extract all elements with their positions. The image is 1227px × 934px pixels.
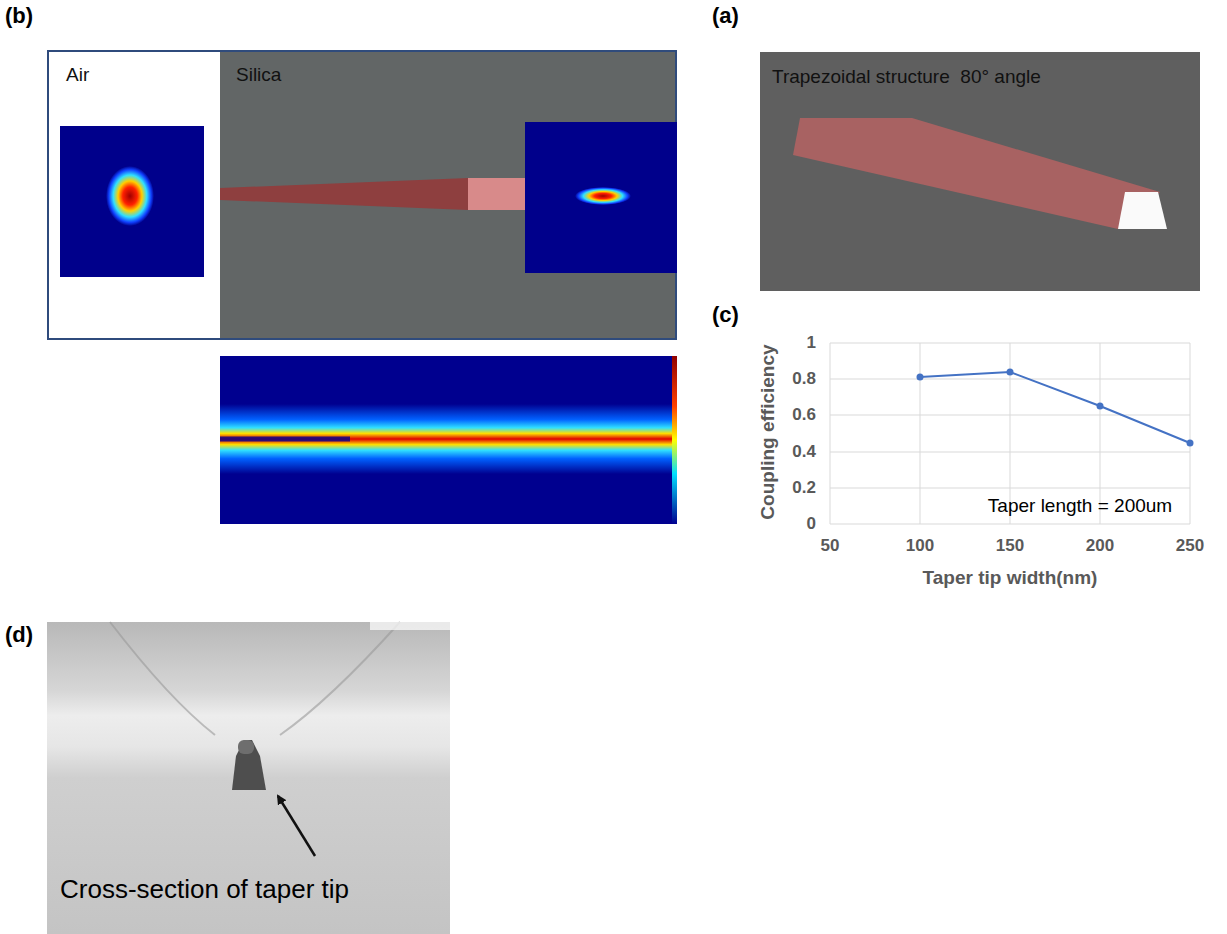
tick-label: 0 xyxy=(807,514,816,534)
grid-line xyxy=(1190,343,1191,524)
axis-title: Coupling efficiency xyxy=(757,344,779,519)
output-mode-spot xyxy=(575,187,631,205)
chart-note: Taper length = 200um xyxy=(988,495,1172,517)
propagation-map xyxy=(220,356,677,524)
tick-label: 50 xyxy=(821,536,840,556)
sem-edge xyxy=(110,622,215,735)
tick-label: 250 xyxy=(1176,536,1204,556)
field-band xyxy=(220,404,672,474)
tick-label: 1 xyxy=(807,333,816,353)
data-point xyxy=(1007,369,1014,376)
data-point xyxy=(1187,440,1194,447)
panel-ground xyxy=(760,52,1200,291)
input-mode-map xyxy=(60,126,204,277)
panel-letter: (a) xyxy=(712,3,739,28)
panel-letter: (c) xyxy=(712,302,739,327)
sem-edge xyxy=(280,622,400,735)
axis-title: Taper tip width(nm) xyxy=(923,567,1098,589)
data-point xyxy=(917,374,924,381)
structure-panel xyxy=(760,52,1200,291)
callout-text: Cross-section of taper tip xyxy=(60,875,349,905)
colour-bar xyxy=(672,356,677,524)
tick-label: 150 xyxy=(996,536,1024,556)
tick-label: 0.6 xyxy=(792,405,816,425)
taper-prism xyxy=(793,118,1160,229)
region-label: Trapezoidal structure 80° angle xyxy=(772,66,1041,88)
data-point xyxy=(1097,403,1104,410)
series-line xyxy=(920,372,1190,443)
region-label: Air xyxy=(66,64,89,86)
pointer-arrow xyxy=(278,796,315,856)
simulation-panel xyxy=(48,51,677,339)
taper-section xyxy=(220,178,468,210)
sem-highlight xyxy=(370,622,450,630)
tick-label: 0.4 xyxy=(792,442,816,462)
tick-label: 0.2 xyxy=(792,478,816,498)
structure-panel: Trapezoidal structure 80° angle xyxy=(760,52,1200,291)
tick-label: 100 xyxy=(906,536,934,556)
data-series xyxy=(917,369,1194,447)
grid-line xyxy=(920,343,921,524)
grid-line xyxy=(830,343,831,524)
air-region: Air xyxy=(49,52,220,338)
tick-label: 0.8 xyxy=(792,369,816,389)
tick-label: 200 xyxy=(1086,536,1114,556)
heatmap-ground xyxy=(220,356,672,524)
panel-letter: (d) xyxy=(5,622,33,647)
coupling-chart xyxy=(830,343,1190,524)
silica-region xyxy=(220,52,675,338)
region-label: Silica xyxy=(236,64,281,86)
field-split xyxy=(220,437,350,442)
sem-ground xyxy=(47,622,450,934)
waveguide-section xyxy=(468,178,526,210)
output-mode-map xyxy=(525,122,677,273)
sem-image xyxy=(47,622,450,934)
silica-region: Silica xyxy=(220,52,676,338)
input-mode-spot xyxy=(106,166,154,226)
panel-frame xyxy=(48,51,676,339)
taper-top xyxy=(238,740,254,754)
taper-cross-section xyxy=(232,740,266,790)
trapezoid-end-face xyxy=(1118,192,1167,229)
panel-letter: (b) xyxy=(5,3,33,28)
